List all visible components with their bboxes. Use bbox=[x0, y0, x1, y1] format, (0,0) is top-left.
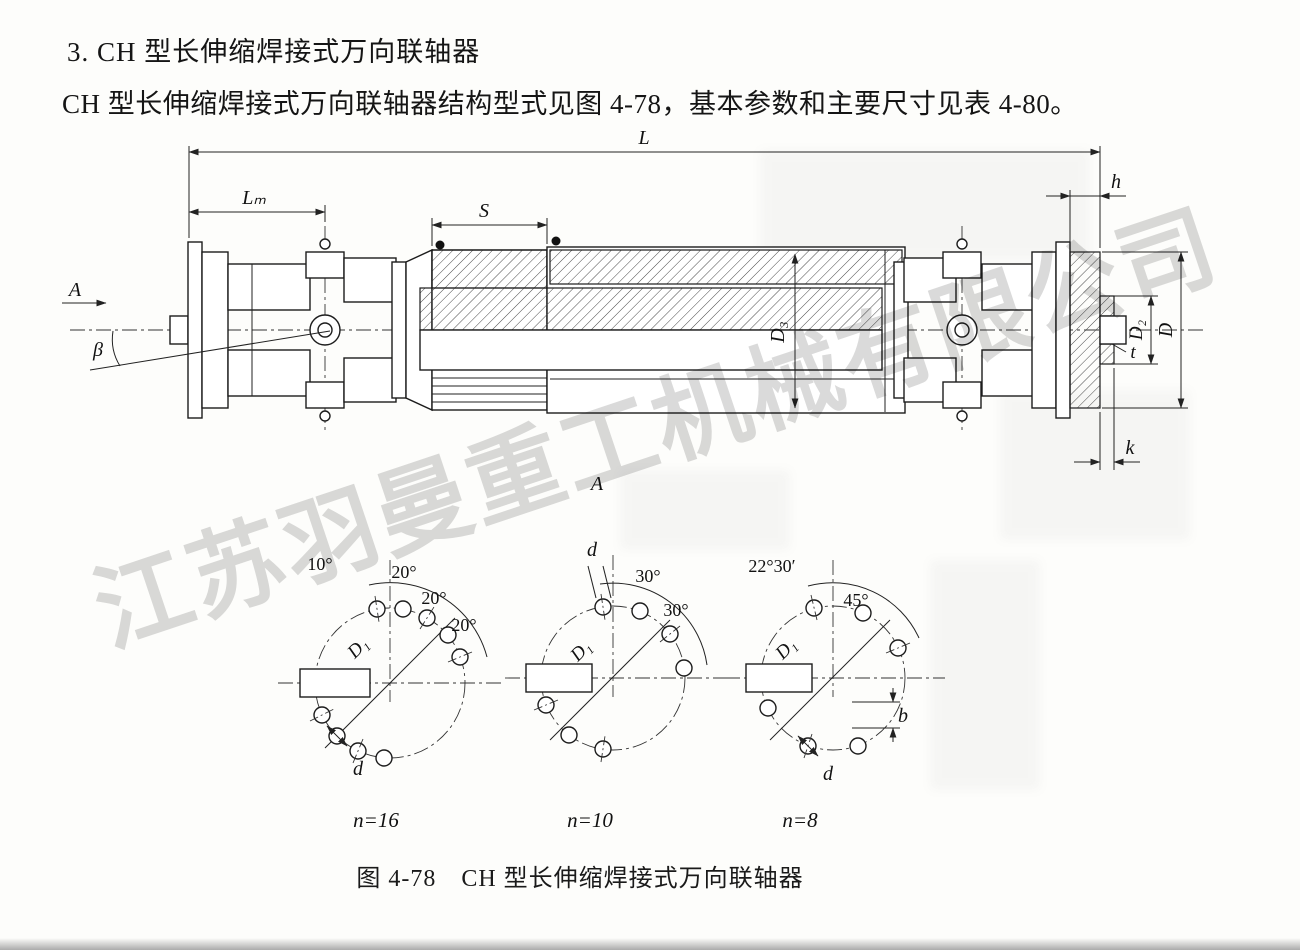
dim-label-Lm: Lₘ bbox=[241, 187, 266, 209]
dim-label-t: t bbox=[1130, 342, 1136, 363]
page-bottom-edge bbox=[0, 938, 1300, 950]
hole-dia-label: d bbox=[823, 763, 834, 785]
grease-fitting-icon bbox=[551, 236, 561, 246]
dimension-D2: D₂ bbox=[1114, 295, 1158, 365]
dimension-h: h bbox=[1046, 171, 1126, 248]
angle-label: 22°30′ bbox=[748, 556, 795, 576]
main-assembly-view: L Lₘ S h A bbox=[62, 127, 1205, 495]
bolt-view-n16: d 10° 20° 20° 20° D₁ n=16 bbox=[278, 554, 505, 832]
bolt-circle-dia-label: D₁ bbox=[343, 633, 373, 663]
dim-label-D3: D₃ bbox=[767, 321, 789, 343]
hole-dia-label: d bbox=[353, 758, 364, 780]
dim-label-S: S bbox=[479, 200, 489, 222]
bolt-holes bbox=[533, 593, 693, 763]
left-flange-yoke bbox=[169, 241, 311, 419]
dimension-Lm: Lₘ bbox=[188, 187, 326, 222]
right-universal-joint bbox=[893, 226, 1071, 434]
angle-label: 20° bbox=[391, 562, 416, 582]
figure-caption: 图 4-78 CH 型长伸缩焊接式万向联轴器 bbox=[356, 866, 804, 892]
left-inner-yoke bbox=[343, 257, 407, 403]
section-label-A: A bbox=[589, 473, 604, 495]
section-heading: 3. CH 型长伸缩焊接式万向联轴器 bbox=[67, 37, 481, 67]
dimension-D3: D₃ bbox=[767, 253, 799, 409]
page-bleed-ghosts bbox=[620, 150, 1190, 790]
bolt-circle-dia-label: D₁ bbox=[566, 636, 596, 666]
dim-label-L: L bbox=[637, 127, 649, 149]
bolt-view-n10: d 30° 30° D₁ n=10 bbox=[505, 539, 725, 832]
dim-label-h: h bbox=[1111, 171, 1121, 193]
dim-label-beta: β bbox=[92, 339, 103, 361]
grease-fitting-icon bbox=[435, 240, 445, 250]
bolt-holes bbox=[759, 594, 911, 759]
bolt-count-label: n=8 bbox=[782, 808, 818, 832]
angle-label: 20° bbox=[451, 615, 476, 635]
bolt-view-n8: b d 22°30′ 45° D₁ n=8 bbox=[725, 556, 945, 832]
angle-label: 20° bbox=[421, 588, 446, 608]
angle-label: 10° bbox=[307, 554, 332, 574]
dim-label-D2: D₂ bbox=[1126, 319, 1147, 341]
dim-label-D: D bbox=[1155, 322, 1177, 338]
bolt-count-label: n=10 bbox=[567, 808, 613, 832]
left-cross-journal bbox=[305, 226, 345, 434]
dim-label-b: b bbox=[898, 705, 908, 727]
intro-text: CH 型长伸缩焊接式万向联轴器结构型式见图 4-78，基本参数和主要尺寸见表 4… bbox=[62, 89, 1078, 119]
bolt-count-label: n=16 bbox=[353, 808, 399, 832]
angle-label: 30° bbox=[663, 600, 688, 620]
hole-dia-label: d bbox=[587, 539, 598, 561]
dimension-t: t bbox=[1111, 342, 1136, 363]
view-arrow-label: A bbox=[67, 279, 82, 301]
angle-label: 30° bbox=[635, 566, 660, 586]
bolt-circle-dia-label: D₁ bbox=[771, 634, 801, 664]
dimension-S: S bbox=[431, 200, 548, 246]
dimension-b: b bbox=[852, 688, 908, 742]
angle-label: 45° bbox=[843, 590, 868, 610]
dimension-D: D bbox=[1102, 251, 1188, 409]
view-arrow-A: A bbox=[62, 279, 107, 307]
dimension-k: k bbox=[1074, 368, 1140, 470]
companion-flange bbox=[1069, 251, 1127, 409]
inner-shaft bbox=[419, 287, 883, 371]
dim-label-k: k bbox=[1126, 437, 1136, 459]
angle-beta: β bbox=[89, 330, 331, 371]
